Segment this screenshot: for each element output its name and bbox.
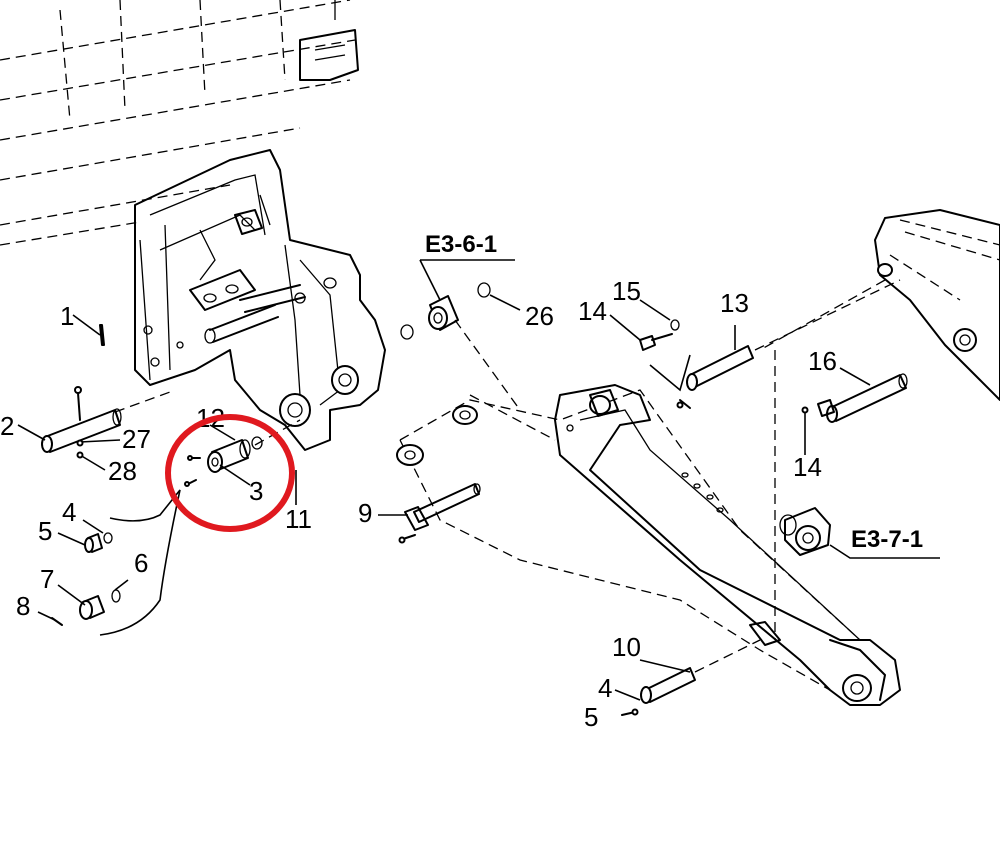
callout-26: 26 [525, 301, 554, 331]
machine-body-outline [0, 0, 359, 246]
callout-7: 7 [40, 564, 54, 594]
parts-4-5-bushing [57, 519, 113, 553]
callout-9: 9 [358, 498, 372, 528]
reference-label-e3-6-1: E3-6-1 [425, 231, 497, 258]
right-body-outline [759, 209, 1000, 401]
callout-28: 28 [108, 456, 137, 486]
callout-3: 3 [249, 476, 263, 506]
boom-arm [396, 350, 901, 706]
part-1-pin [72, 314, 105, 346]
callout-5a: 5 [38, 516, 52, 546]
part-2-shaft [17, 386, 171, 453]
part-9-pin [378, 483, 481, 544]
callout-14a: 14 [578, 296, 607, 326]
callout-27: 27 [122, 424, 151, 454]
callout-8: 8 [16, 591, 30, 621]
reference-e3-6-1-group [400, 259, 521, 411]
part-3-bushing [184, 424, 263, 487]
callout-2: 2 [0, 411, 14, 441]
bracket-leader-curve [99, 489, 181, 636]
highlight-circle [165, 414, 295, 532]
callout-14b: 14 [793, 452, 822, 482]
callout-1: 1 [60, 301, 74, 331]
part-27-28-fasteners [76, 439, 121, 471]
callout-4b: 4 [598, 673, 612, 703]
callout-16: 16 [808, 346, 837, 376]
part-15-14-bolt [609, 299, 691, 409]
callout-5b: 5 [584, 702, 598, 732]
callout-15: 15 [612, 276, 641, 306]
part-10-pin [614, 639, 761, 716]
callout-13: 13 [720, 288, 749, 318]
parts-6-7-8-bushing [37, 579, 129, 626]
reference-label-e3-7-1: E3-7-1 [851, 526, 923, 553]
part-11-leader [254, 419, 301, 505]
reference-e3-7-1-group [779, 507, 940, 559]
callout-10: 10 [612, 632, 641, 662]
callout-4a: 4 [62, 497, 76, 527]
callout-11: 11 [285, 504, 312, 534]
mounting-bracket [134, 149, 386, 451]
part-13-pin [686, 279, 901, 391]
part-16-pin [801, 367, 908, 455]
callout-6: 6 [134, 548, 148, 578]
